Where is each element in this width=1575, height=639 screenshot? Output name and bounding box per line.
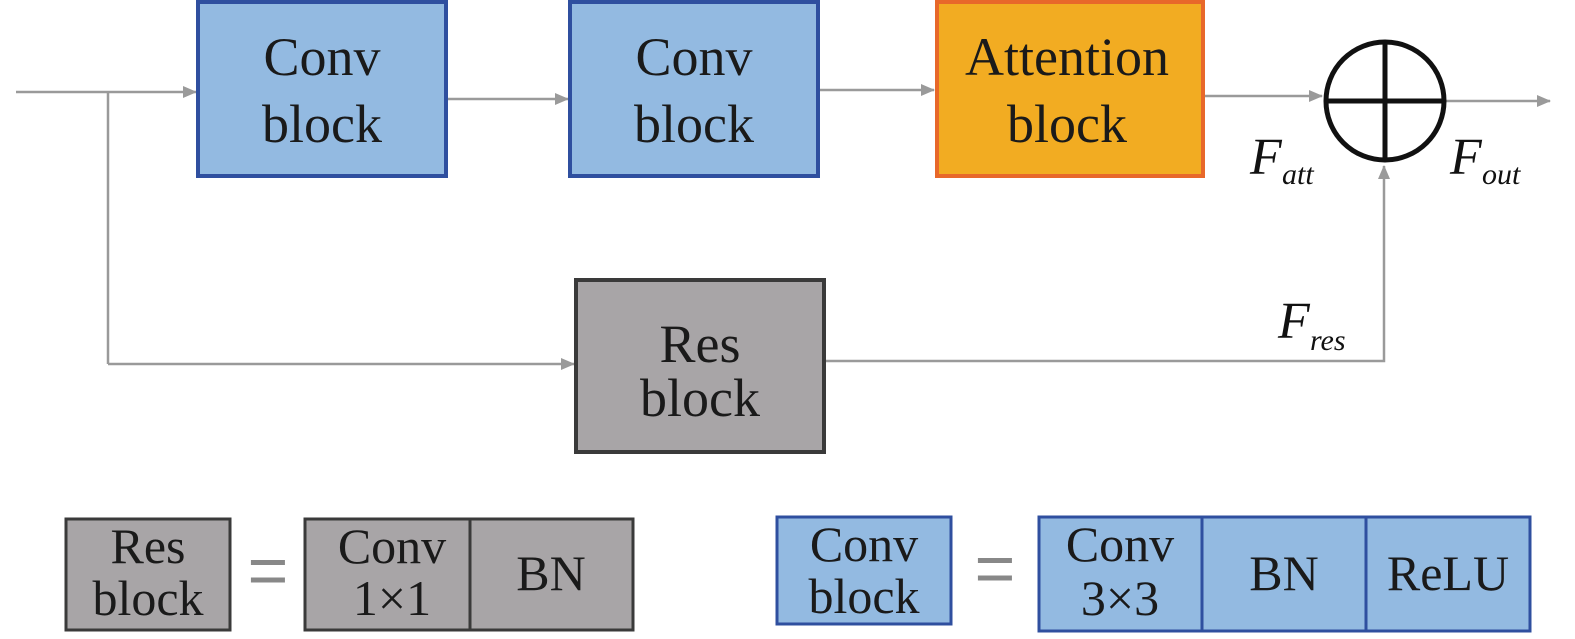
legend-res-name-line2: block [92, 570, 203, 626]
legend-res-part-bn-label: BN [516, 545, 585, 601]
sum-node [1323, 39, 1447, 163]
symbol-f-att: F att [1249, 129, 1314, 191]
conv-block-2-label-line2: block [634, 94, 754, 154]
conv-block-2-box [568, 0, 820, 178]
conv-block-1: Conv block [196, 0, 448, 178]
symbol-f-res: F res [1277, 293, 1346, 357]
conv-block-1-box [196, 0, 448, 178]
conv-block-2: Conv block [568, 0, 820, 178]
legend-conv-part-relu-box [1364, 515, 1532, 633]
legend-conv-part-conv-box [1037, 515, 1204, 633]
legend-conv-part-relu-label: ReLU [1387, 545, 1509, 601]
legend-res-part-conv-box [303, 517, 472, 632]
attention-block-box [935, 0, 1205, 178]
res-block-box [574, 278, 826, 454]
legend-conv-part-bn-box [1200, 515, 1368, 633]
attention-block-label-line2: block [1007, 94, 1127, 154]
attention-block-label-line1: Attention [965, 27, 1169, 87]
f-att-main: F [1249, 129, 1283, 186]
legend-res-name-box [64, 517, 232, 632]
legend-conv-part-bn-label: BN [1249, 545, 1318, 601]
legend-res-part-conv-line2: 1×1 [353, 570, 431, 626]
legend-res-definition: Res block = Conv 1×1 BN [64, 517, 635, 632]
f-out-subscript: out [1482, 158, 1521, 191]
res-block: Res block [574, 278, 826, 454]
symbol-f-out: F out [1449, 129, 1521, 191]
conv-block-1-label-line1: Conv [263, 27, 380, 87]
f-res-subscript: res [1310, 324, 1346, 357]
f-res-main: F [1277, 293, 1311, 350]
legend-res-part-conv-line1: Conv [338, 518, 446, 574]
legend-conv-part-conv-line2: 3×3 [1081, 570, 1159, 626]
conv-block-2-label-line1: Conv [635, 27, 752, 87]
connectors [16, 84, 1551, 370]
legend-res-equals: = [248, 531, 289, 609]
legend-conv-name-box [775, 515, 953, 626]
arrow-res-to-sum [826, 165, 1390, 363]
conv-block-1-label-line2: block [262, 94, 382, 154]
f-out-main: F [1449, 129, 1483, 186]
f-att-subscript: att [1282, 158, 1314, 191]
res-block-label-line1: Res [660, 314, 741, 374]
legend-conv-part-conv-line1: Conv [1066, 516, 1174, 572]
legend-conv-name-line2: block [808, 568, 919, 624]
legend-conv-name-line1: Conv [810, 516, 918, 572]
legend-conv-equals: = [975, 529, 1016, 607]
attention-block: Attention block [935, 0, 1205, 178]
legend-res-part-bn-box [468, 517, 635, 632]
res-block-label-line2: block [640, 368, 760, 428]
legend-conv-definition: Conv block = Conv 3×3 BN ReLU [775, 515, 1532, 633]
legend-res-name-line1: Res [111, 518, 186, 574]
